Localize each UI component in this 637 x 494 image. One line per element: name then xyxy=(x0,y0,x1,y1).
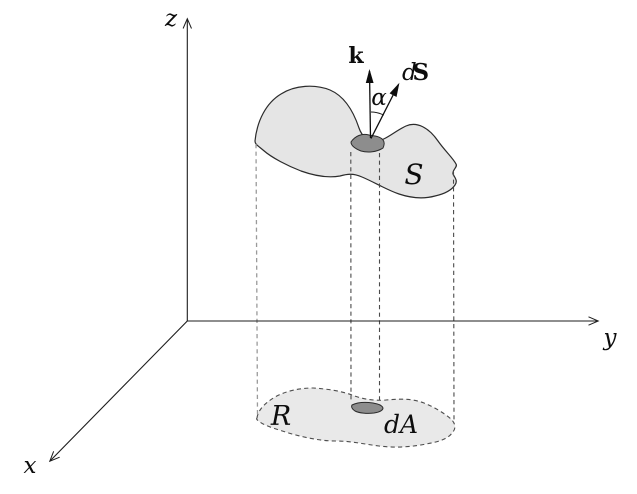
projection-line-right xyxy=(452,171,455,422)
ds-label-d: d xyxy=(402,60,417,86)
projection-line-left xyxy=(255,143,259,416)
surface-s-label: S xyxy=(404,158,423,191)
x-axis-line xyxy=(50,320,188,461)
surface-patch-ds xyxy=(350,133,385,153)
angle-arc xyxy=(370,111,385,116)
normal-vector-label: k xyxy=(348,43,364,69)
region-r-label: R xyxy=(270,401,291,432)
angle-alpha-label: α xyxy=(371,85,387,111)
x-axis-label: x xyxy=(24,453,37,479)
region-r-shape xyxy=(256,387,456,448)
ds-label-s: S xyxy=(413,59,430,86)
y-axis-label: y xyxy=(603,325,618,351)
ds-vector-arrow xyxy=(370,82,400,139)
area-element-da-label: dA xyxy=(384,410,418,439)
z-axis-label: z xyxy=(164,6,178,32)
k-vector-arrow xyxy=(365,69,374,139)
area-patch-da xyxy=(351,401,384,414)
